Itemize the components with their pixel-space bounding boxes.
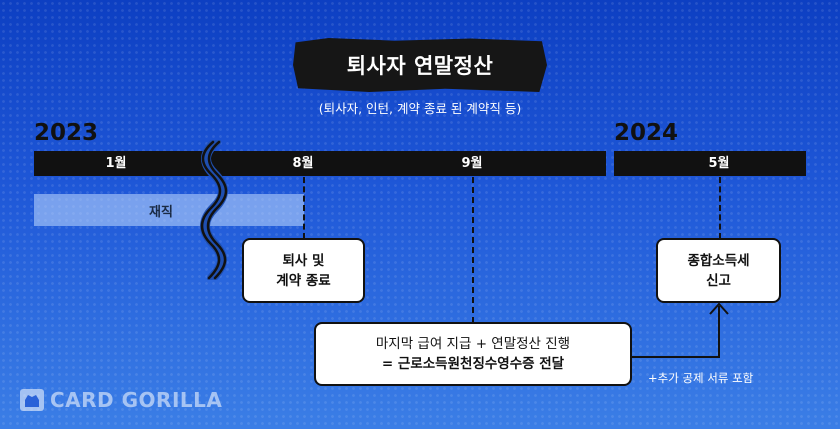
brand-logo-text: CARD GORILLA <box>50 388 223 412</box>
settlement-line2: = 근로소득원천징수영수증 전달 <box>381 356 565 372</box>
brand-logo: CARD GORILLA <box>20 388 222 412</box>
connector-aug <box>303 177 305 239</box>
month-label-aug: 8월 <box>292 156 314 171</box>
title-banner: 퇴사자 연말정산 <box>293 38 547 92</box>
page-subtitle: (퇴사자, 인턴, 계약 종료 된 계약직 등) <box>318 101 522 116</box>
resign-line1: 퇴사 및 <box>282 252 325 269</box>
connector-may <box>719 177 721 239</box>
flow-arrow-icon <box>632 302 729 358</box>
income-tax-box: 종합소득세 신고 <box>656 238 781 303</box>
income-tax-line1: 종합소득세 <box>687 252 750 269</box>
settlement-box: 마지막 급여 지급 + 연말정산 진행 = 근로소득원천징수영수증 전달 <box>314 322 632 386</box>
employed-label: 재직 <box>149 204 173 220</box>
timeline-bar-2024 <box>614 151 806 176</box>
employed-band: 재직 <box>34 194 304 226</box>
month-label-sep: 9월 <box>461 156 483 171</box>
month-label-jan: 1월 <box>105 156 127 171</box>
income-tax-line2: 신고 <box>706 272 731 289</box>
settlement-line1: 마지막 급여 지급 + 연말정산 진행 <box>375 336 571 352</box>
connector-sep <box>472 177 474 323</box>
page-title: 퇴사자 연말정산 <box>346 54 494 78</box>
year-2024-label: 2024 <box>614 120 679 146</box>
resign-box: 퇴사 및 계약 종료 <box>242 238 365 303</box>
month-label-may: 5월 <box>708 156 730 171</box>
timeline-bar-2023 <box>34 151 606 176</box>
time-break-icon <box>200 140 228 280</box>
year-2023-label: 2023 <box>34 120 99 146</box>
resign-line2: 계약 종료 <box>276 272 331 289</box>
gorilla-logo-icon <box>20 389 44 411</box>
additional-note: +추가 공제 서류 포함 <box>648 371 754 385</box>
